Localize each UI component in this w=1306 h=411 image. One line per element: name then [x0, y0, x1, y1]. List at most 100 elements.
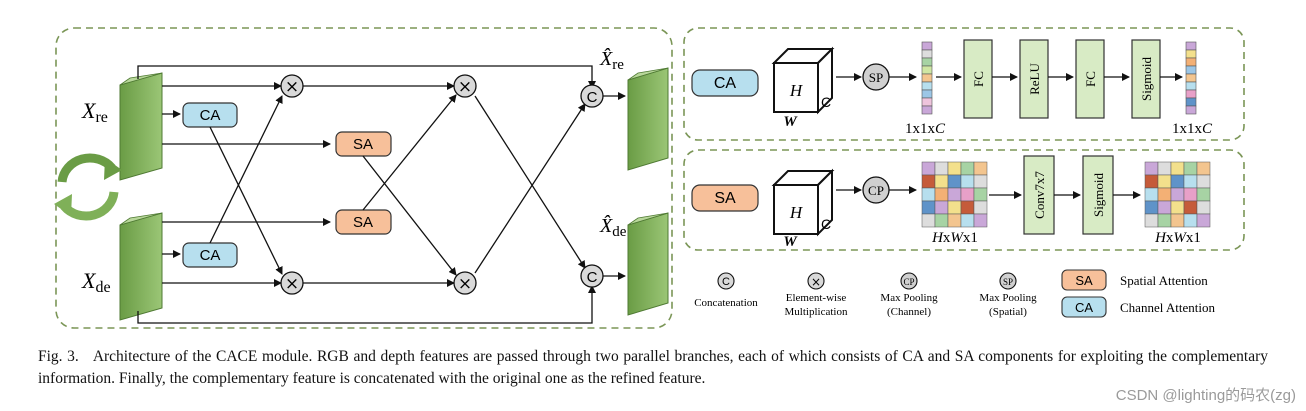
sa-cube-w: W — [783, 234, 798, 250]
svg-text:FC: FC — [1083, 71, 1098, 87]
svg-text:SP: SP — [869, 70, 883, 85]
ca-layer-fc1: FC — [963, 39, 993, 119]
sa-rgb-to-depth-mult — [362, 155, 457, 276]
sa-map-in — [921, 161, 988, 228]
ca-vector-out — [1185, 41, 1197, 115]
svg-text:SA: SA — [714, 190, 736, 207]
sa-feature-cube: H W C — [771, 168, 835, 250]
mult-rgb-1: × — [280, 74, 304, 98]
cace-architecture-figure: Xre Xde CA CA — [54, 27, 1245, 329]
concat-rgb: C — [580, 84, 604, 108]
rgb-refined-to-depth-concat — [474, 95, 586, 269]
legend-mult-text-2: Multiplication — [785, 306, 848, 318]
svg-text:ReLU: ReLU — [1027, 63, 1042, 95]
exchange-arrows-icon — [54, 153, 122, 221]
depth-bypass-line — [137, 285, 596, 324]
legend-sa-text: Spatial Attention — [1120, 273, 1208, 288]
mult-depth-2: × — [453, 271, 477, 295]
svg-text:CP: CP — [868, 183, 884, 198]
svg-text:FC: FC — [971, 71, 986, 87]
watermark: CSDN @lighting的码农(zg) — [1115, 387, 1296, 404]
concat-depth: C — [580, 264, 604, 288]
input-rgb-feature — [119, 72, 163, 181]
ca-box-rgb: CA — [182, 102, 238, 128]
svg-text:SA: SA — [353, 136, 373, 153]
legend-sp-symbol: SP — [1003, 277, 1013, 287]
sa-module-panel: SA H W C CP — [683, 149, 1245, 251]
sa-map-out — [1144, 161, 1211, 228]
legend-sa: SA Spatial Attention — [1061, 269, 1208, 291]
output-depth-feature — [627, 212, 669, 316]
output-depth-label: X̂de — [599, 214, 627, 240]
legend-mult-symbol: × — [811, 275, 821, 289]
legend-cp-text-1: Max Pooling — [880, 292, 938, 304]
output-rgb-feature — [627, 67, 669, 171]
legend-ca-text: Channel Attention — [1120, 300, 1215, 315]
caption-text: Architecture of the CACE module. RGB and… — [38, 348, 1268, 387]
legend-sp-text-2: (Spatial) — [989, 306, 1027, 318]
svg-text:×: × — [285, 274, 299, 294]
sa-map-out-dims: HxWx1 — [1154, 230, 1201, 246]
legend-cp-text-2: (Channel) — [887, 306, 931, 318]
legend-concat-symbol: C — [722, 276, 730, 288]
sa-module-tag: SA — [691, 184, 759, 212]
ca-layer-fc2: FC — [1075, 39, 1105, 119]
ca-module-tag: CA — [691, 69, 759, 97]
ca-depth-to-rgb-mult — [209, 95, 283, 244]
legend-cp-symbol: CP — [903, 277, 914, 287]
svg-text:CA: CA — [200, 247, 221, 264]
sa-module-border — [683, 149, 1245, 251]
svg-text:Sigmoid: Sigmoid — [1139, 56, 1154, 101]
svg-text:C: C — [587, 269, 598, 286]
ca-vector-in — [921, 41, 933, 115]
input-depth-feature — [119, 212, 163, 321]
svg-text:×: × — [285, 77, 299, 97]
legend-concat: C Concatenation — [694, 272, 758, 309]
svg-text:×: × — [458, 77, 472, 97]
ca-sp-pool: SP — [862, 63, 890, 91]
ca-layer-sigmoid: Sigmoid — [1131, 39, 1161, 119]
ca-layer-relu: ReLU — [1019, 39, 1049, 119]
ca-vec-in-dims: 1x1xC — [905, 121, 946, 137]
legend-concat-text: Concatenation — [694, 297, 758, 309]
legend-ca: CA Channel Attention — [1061, 296, 1215, 318]
output-rgb-label: X̂re — [599, 47, 624, 73]
legend-cp: CP Max Pooling (Channel) — [880, 272, 938, 318]
ca-cube-h: H — [789, 81, 804, 100]
ca-cube-c: C — [821, 94, 831, 110]
input-rgb-label: Xre — [81, 98, 108, 126]
legend: C Concatenation × Element-wise Multiplic… — [694, 269, 1215, 318]
sa-cube-h: H — [789, 203, 804, 222]
ca-feature-cube: H W C — [771, 46, 835, 130]
sa-box-rgb: SA — [335, 131, 392, 157]
sa-depth-to-rgb-mult — [362, 94, 457, 211]
mult-depth-1: × — [280, 271, 304, 295]
sa-map-in-dims: HxWx1 — [931, 230, 978, 246]
legend-sa-tag: SA — [1075, 273, 1093, 288]
svg-text:SA: SA — [353, 214, 373, 231]
sa-cube-c: C — [821, 216, 831, 232]
caption-label: Fig. 3. — [38, 348, 79, 365]
svg-text:Sigmoid: Sigmoid — [1091, 172, 1106, 217]
legend-sp: SP Max Pooling (Spatial) — [979, 272, 1037, 318]
ca-module-panel: CA H W C SP 1x1xC — [683, 27, 1245, 141]
input-depth-label: Xde — [81, 268, 111, 296]
svg-text:CA: CA — [200, 107, 221, 124]
ca-cube-w: W — [783, 114, 798, 130]
ca-vec-out-dims: 1x1xC — [1172, 121, 1213, 137]
sa-layer-sigmoid: Sigmoid — [1082, 155, 1114, 235]
main-panel-border — [55, 27, 673, 329]
svg-text:CA: CA — [714, 75, 737, 92]
svg-text:C: C — [587, 89, 598, 106]
depth-refined-to-rgb-concat — [474, 103, 586, 274]
ca-box-depth: CA — [182, 242, 238, 268]
legend-mult: × Element-wise Multiplication — [785, 272, 848, 318]
svg-text:Conv7x7: Conv7x7 — [1032, 171, 1047, 219]
svg-text:×: × — [458, 274, 472, 294]
main-panel: Xre Xde CA CA — [54, 27, 673, 329]
ca-rgb-to-depth-mult — [209, 126, 283, 275]
sa-cp-pool: CP — [862, 176, 890, 204]
legend-ca-tag: CA — [1075, 300, 1093, 315]
rgb-bypass-line — [137, 65, 596, 89]
mult-rgb-2: × — [453, 74, 477, 98]
